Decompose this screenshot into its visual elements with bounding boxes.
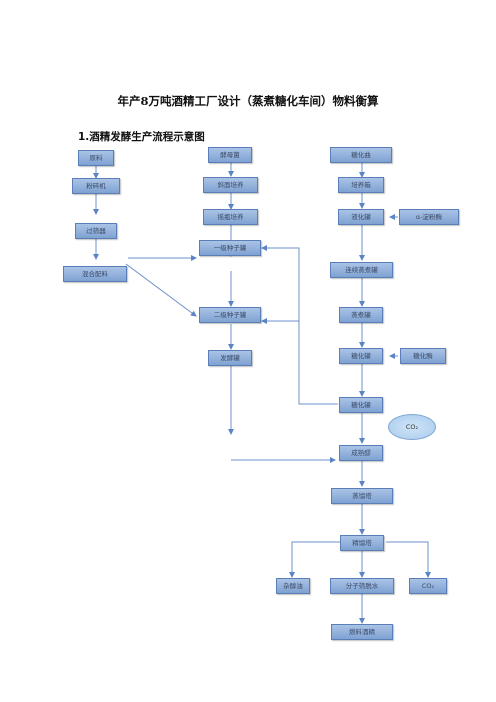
box-distillation: 蒸馏塔 xyxy=(331,488,393,504)
box-saccharification-2: 糖化罐 xyxy=(339,397,383,413)
box-cooker: 蒸煮罐 xyxy=(339,307,383,323)
box-seed-tank-2: 二级种子罐 xyxy=(199,307,261,323)
box-shake-flask: 摇瓶培养 xyxy=(203,209,258,225)
section-heading: 1.酒精发酵生产流程示意图 xyxy=(78,131,205,143)
box-koji: 糖化曲 xyxy=(330,147,392,163)
box-sifter: 过筛器 xyxy=(75,223,117,239)
box-fusel-oil: 杂醇油 xyxy=(276,578,310,594)
box-co2-side: CO₂ xyxy=(409,578,447,594)
box-raw-material: 原料 xyxy=(78,150,114,166)
box-glucoamylase: 糖化酶 xyxy=(400,348,446,364)
box-mixing: 混合配料 xyxy=(63,266,127,282)
box-incubator: 培养箱 xyxy=(338,177,384,193)
box-seed-tank-1: 一级种子罐 xyxy=(199,240,261,256)
box-yeast: 酵母菌 xyxy=(208,147,252,163)
box-alpha-amylase: α-淀粉酶 xyxy=(399,209,459,225)
box-fuel-ethanol: 燃料酒精 xyxy=(331,624,393,640)
box-saccharification: 糖化罐 xyxy=(339,348,383,364)
box-slant-culture: 斜面培养 xyxy=(203,177,258,193)
box-rectifier: 精馏塔 xyxy=(340,535,384,551)
box-crusher: 粉碎机 xyxy=(72,178,120,194)
co2-bubble: CO₂ xyxy=(388,414,436,440)
document-title: 年产8万吨酒精工厂设计（蒸煮糖化车间）物料衡算 xyxy=(117,94,379,108)
box-continuous-cooker: 连续蒸煮罐 xyxy=(330,262,393,278)
box-molecular-sieve: 分子筛脱水 xyxy=(330,578,394,594)
box-mature-mash: 成熟醪 xyxy=(339,445,383,461)
box-liquefaction: 液化罐 xyxy=(338,209,384,225)
box-fermenter: 发酵罐 xyxy=(208,350,252,366)
